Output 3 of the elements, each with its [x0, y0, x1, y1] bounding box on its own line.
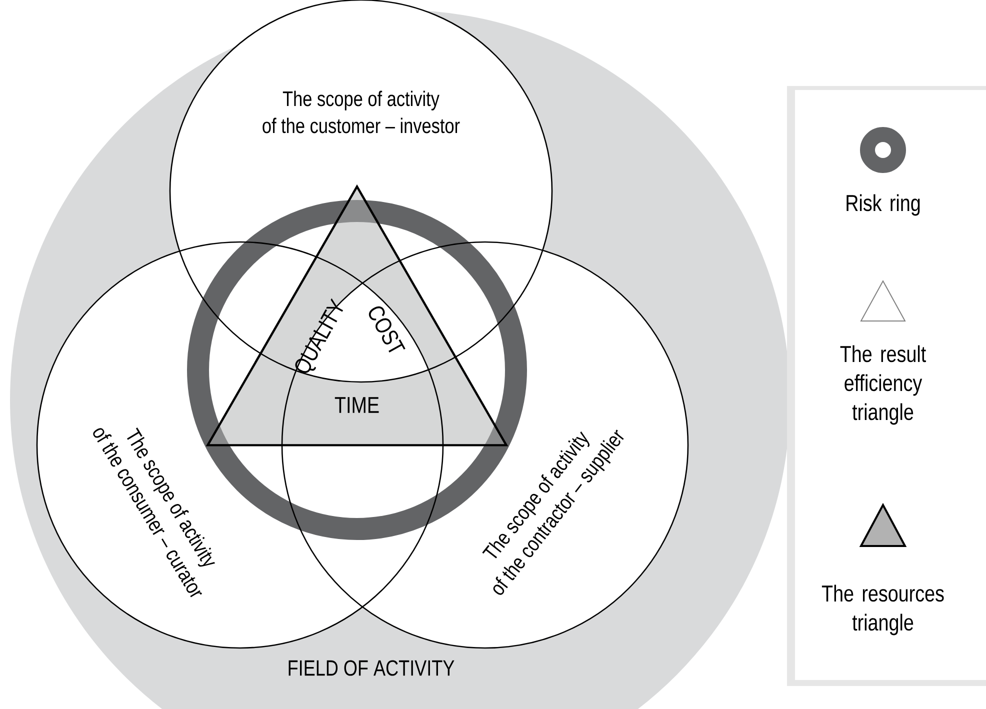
legend-text: Risk ring — [846, 194, 920, 216]
legend-text: The result efficiency triangle — [840, 345, 926, 425]
legend-text: The resources triangle — [822, 584, 944, 636]
